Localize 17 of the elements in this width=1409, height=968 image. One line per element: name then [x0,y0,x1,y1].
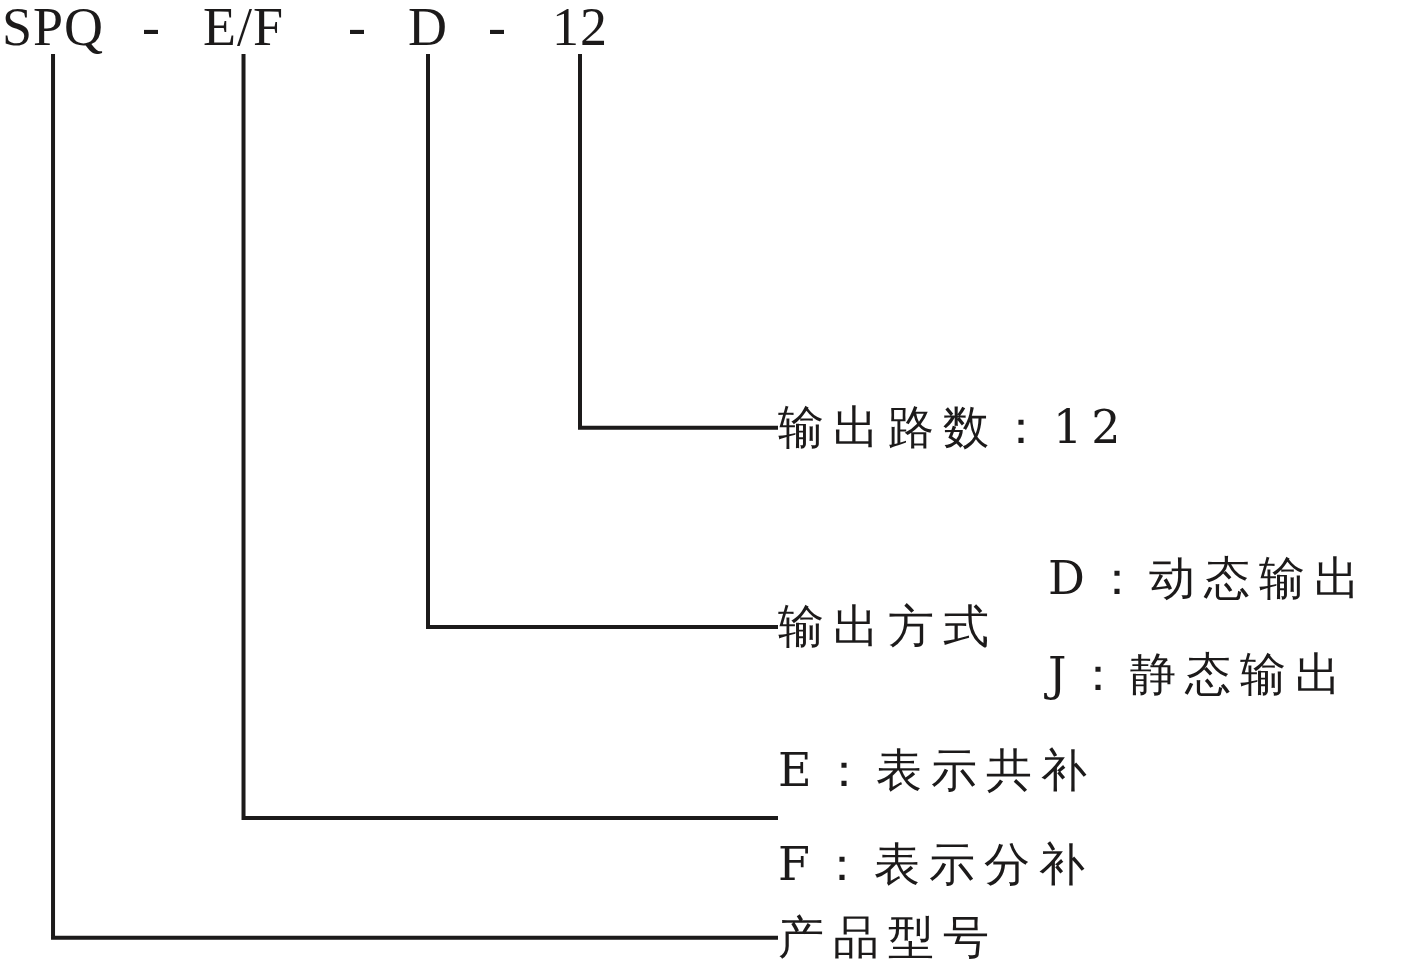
leader-line [578,54,778,430]
leader-line [51,54,778,940]
option-text: F：表示分补 [778,839,1094,891]
option-text: E：表示共补 [778,745,1096,797]
separator-label: - [488,0,507,54]
leader-line [241,54,778,820]
model-code-label: D [408,0,448,54]
model-code-label: 12 [552,0,608,54]
separator-label: - [348,0,367,54]
model-code-label: E/F [203,0,285,54]
model-code-label: SPQ [2,0,105,54]
option-text: D：动态输出 [1048,553,1369,605]
leader-line [426,54,778,629]
description-text: 产品型号 [778,912,998,964]
description-text: 输出方式 [778,601,998,653]
description-text: 输出路数：12 [778,402,1130,454]
separator-label: - [142,0,161,54]
